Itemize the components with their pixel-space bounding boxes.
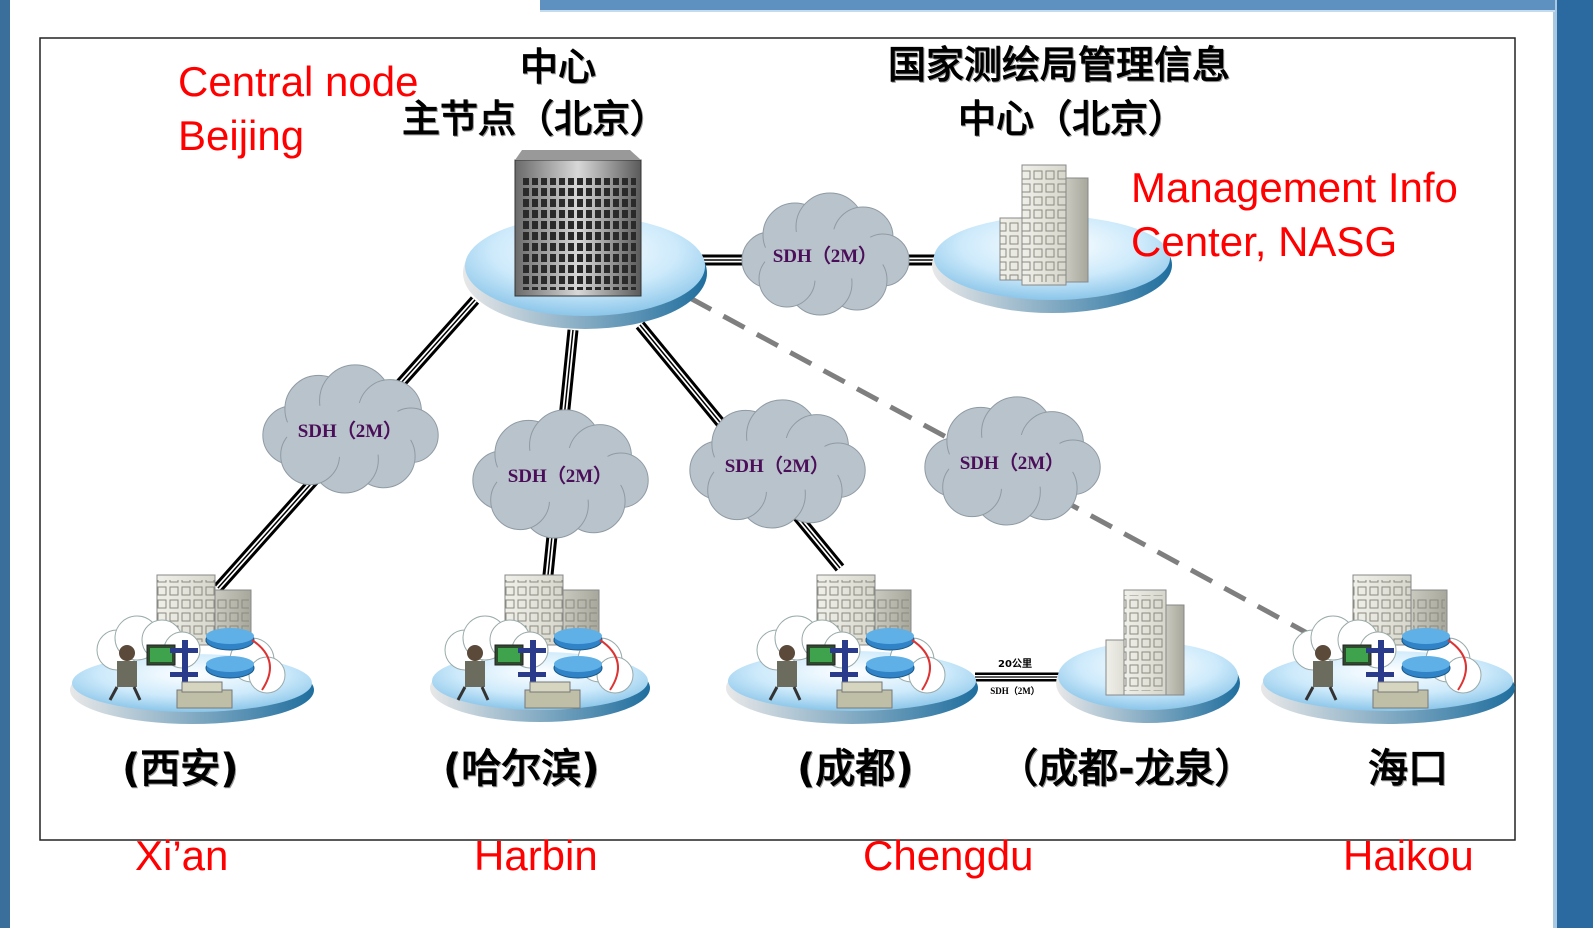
sdh-link-label: SDH（2M） xyxy=(773,244,878,267)
sdh-link-label: SDH（2M） xyxy=(508,464,613,487)
mgmt-center-cn-line1: 国家测绘局管理信息 xyxy=(888,43,1231,87)
site-harbin-en: Harbin xyxy=(474,832,598,879)
workstation-icon xyxy=(108,644,176,701)
sdh-link-label: SDH（2M） xyxy=(960,451,1065,474)
switch-icon xyxy=(518,640,546,684)
mgmt-center-en-line2: Center, NASG xyxy=(1131,218,1398,265)
cloud-beijing-mgmt: SDH（2M） xyxy=(741,192,910,316)
site-haikou-cn: 海口 xyxy=(1368,746,1448,792)
beijing-hq-building xyxy=(514,150,642,297)
router-icon xyxy=(553,628,619,691)
cloud-beijing-xian: SDH（2M） xyxy=(262,364,439,494)
site-cluster-haikou xyxy=(1292,574,1482,709)
cloud-beijing-haikou: SDH（2M） xyxy=(924,396,1101,526)
workstation-icon xyxy=(1304,644,1372,701)
server-rack-icon xyxy=(176,681,233,709)
site-cluster-harbin xyxy=(444,574,634,709)
central-node-cn-line1: 中心 xyxy=(520,45,597,89)
sdh-link-label: SDH（2M） xyxy=(725,454,830,477)
router-icon xyxy=(865,628,931,691)
mgmt-center-en-line1: Management Info xyxy=(1131,164,1458,211)
site-haikou-en: Haikou xyxy=(1343,832,1474,879)
router-icon xyxy=(1401,628,1467,691)
diagram-frame xyxy=(39,37,1516,841)
workstation-icon xyxy=(456,644,524,701)
longquan-building xyxy=(1105,589,1185,696)
site-longquan-cn: （成都-龙泉） xyxy=(998,746,1255,792)
server-rack-icon xyxy=(1372,681,1429,709)
small-link-distance: 20公里 xyxy=(998,658,1032,670)
switch-icon xyxy=(1366,640,1394,684)
workstation-icon xyxy=(768,644,836,701)
server-rack-icon xyxy=(524,681,581,709)
mgmt-center-cn-line2: 中心（北京） xyxy=(958,97,1187,141)
switch-icon xyxy=(170,640,198,684)
site-clusters xyxy=(96,574,1482,709)
site-cluster-xian xyxy=(96,574,286,709)
central-node-en-line2: Beijing xyxy=(178,112,305,159)
central-node-cn-line2: 主节点（北京） xyxy=(402,97,669,141)
router-icon xyxy=(205,628,271,691)
switch-icon xyxy=(830,640,858,684)
mgmt-building xyxy=(999,164,1089,286)
site-xian-cn: (西安) xyxy=(122,746,239,792)
cloud-beijing-chengdu: SDH（2M） xyxy=(689,399,866,529)
site-xian-en: Xi’an xyxy=(135,832,229,879)
site-chengdu-cn: (成都) xyxy=(797,746,914,792)
site-harbin-cn: (哈尔滨) xyxy=(443,746,600,792)
central-node-en-line1: Central node xyxy=(178,58,419,105)
server-rack-icon xyxy=(836,681,893,709)
site-chengdu-en: Chengdu xyxy=(863,832,1034,879)
sdh-link-label: SDH（2M） xyxy=(298,419,403,442)
site-cluster-chengdu xyxy=(756,574,946,709)
sdh-clouds: SDH（2M） SDH（2M） SDH（2M） SDH（2M） SDH（2M） xyxy=(262,192,1101,539)
cloud-beijing-harbin: SDH（2M） xyxy=(472,409,649,539)
small-link-label: SDH（2M） xyxy=(990,686,1040,696)
